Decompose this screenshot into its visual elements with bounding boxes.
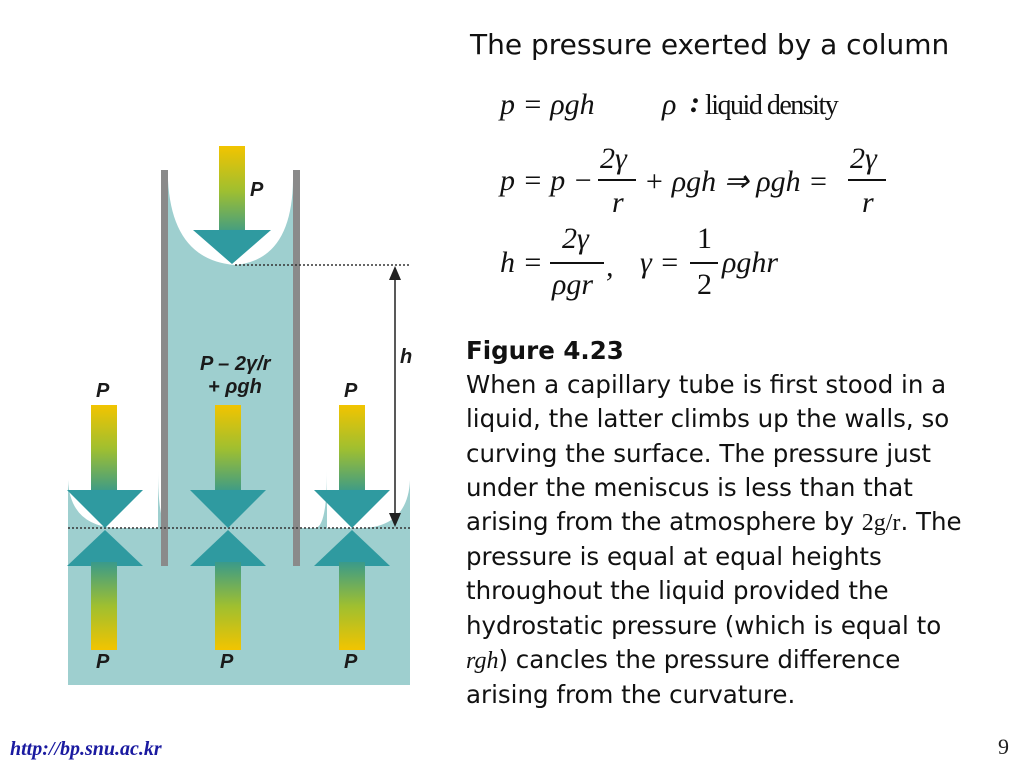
equation-laplace-mid: + ρgh ⇒ ρgh = (644, 165, 829, 198)
fraction-bar (690, 262, 718, 264)
figure-title: Figure 4.23 (466, 336, 624, 365)
fraction-denominator: r (862, 186, 874, 219)
figure-caption: Figure 4.23 When a capillary tube is fir… (466, 334, 986, 712)
height-label: h (400, 346, 412, 368)
fraction-numerator: 1 (697, 222, 712, 255)
legend-symbol: ρ (662, 88, 677, 121)
wall-meniscus-right-out (316, 470, 327, 528)
arrow-top-down (193, 146, 271, 264)
legend-separator: : (690, 86, 700, 119)
fraction-numerator: 2γ (850, 142, 877, 175)
pressure-label-right-top: P (344, 380, 358, 402)
tube-wall-right (293, 170, 300, 566)
arrow-pair-left (67, 405, 143, 650)
legend-text: liquid density (705, 90, 839, 121)
outer-meniscus-left (68, 480, 115, 528)
fraction-bar (598, 179, 636, 181)
caption-formula-pressure-drop: 2g/r (861, 510, 901, 537)
equation-hydrostatic: p = ρgh (500, 88, 595, 121)
pressure-label-left-top: P (96, 380, 110, 402)
slide-heading: The pressure exerted by a column (470, 28, 950, 61)
equation-separator: , (606, 250, 614, 283)
pressure-label-right-bottom: P (344, 651, 358, 673)
fraction-denominator: r (612, 186, 624, 219)
fraction-bar (848, 179, 886, 181)
equation-surface-tension-lhs: γ = (640, 246, 680, 279)
caption-text-part3: ) cancles the pressure difference arisin… (466, 644, 901, 710)
inner-pressure-label-line2: + ρgh (208, 376, 262, 398)
inner-pressure-label-line1: P – 2γ/r (200, 353, 272, 375)
height-marker (389, 266, 401, 527)
caption-text-part2: . The pressure is equal at equal heights… (466, 507, 962, 640)
equation-laplace-lhs: p = p − (500, 164, 593, 197)
liquid-column (168, 180, 293, 528)
caption-formula-hydrostatic: rgh (466, 647, 499, 674)
pressure-label-top: P (250, 179, 264, 201)
wall-meniscus-left-out (158, 470, 169, 528)
capillary-diagram: h P P – 2γ/r + ρgh P P P P P (67, 146, 412, 685)
arrow-pair-middle (190, 405, 266, 650)
equation-height-lhs: h = (500, 246, 543, 279)
fraction-numerator: 2γ (600, 142, 627, 175)
tube-wall-left (161, 170, 168, 566)
pressure-label-left-bottom: P (96, 651, 110, 673)
fraction-denominator: ρgr (552, 268, 594, 301)
footer-url-link[interactable]: http://bp.snu.ac.kr (10, 738, 162, 760)
equation-surface-tension-rhs: ρghr (722, 246, 779, 279)
fraction-denominator: 2 (697, 268, 712, 301)
fraction-numerator: 2γ (562, 222, 589, 255)
page-number: 9 (998, 734, 1009, 759)
fraction-bar (550, 262, 604, 264)
caption-text-part1: When a capillary tube is first stood in … (466, 370, 950, 537)
arrow-pair-right (314, 405, 390, 650)
pressure-label-middle-bottom: P (220, 651, 234, 673)
